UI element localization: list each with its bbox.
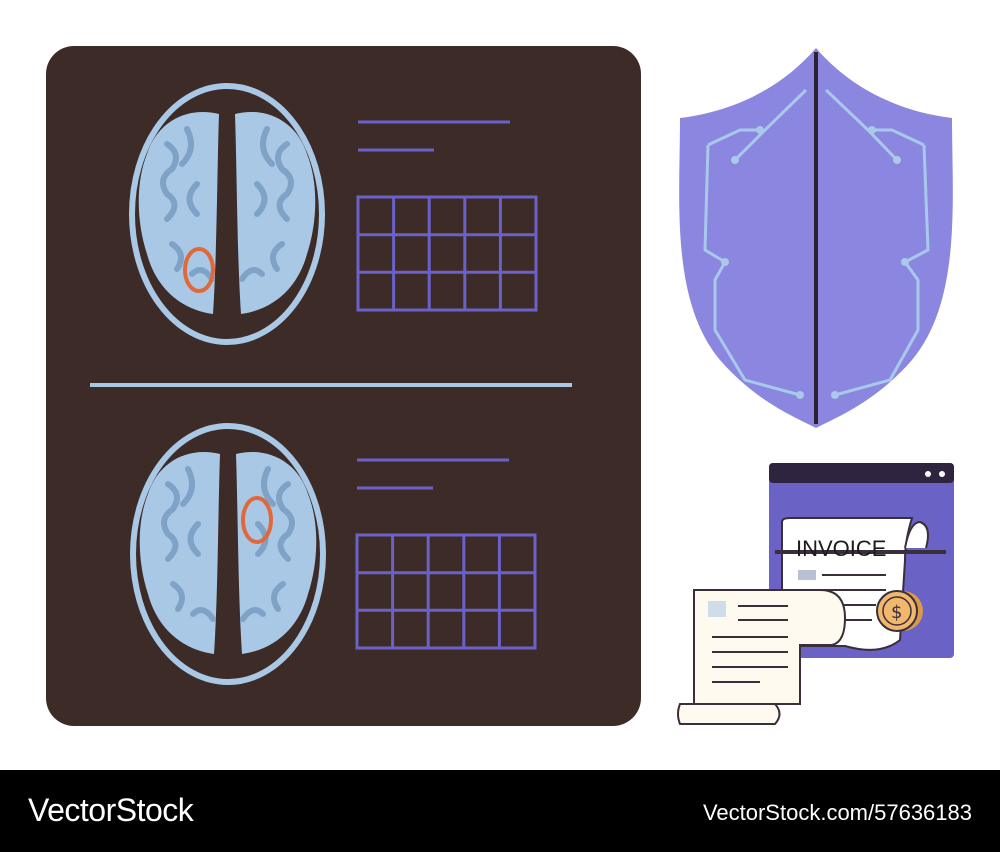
image-reference: VectorStock.com/57636183 bbox=[702, 800, 972, 825]
lesion-marker-top bbox=[183, 247, 215, 293]
svg-text:$: $ bbox=[891, 602, 902, 623]
brain-scan-icon-bottom bbox=[133, 426, 323, 682]
illustration: INVOICE $ bbox=[46, 46, 954, 726]
receipt-scroll-icon bbox=[677, 589, 847, 725]
window-dot-icon bbox=[925, 471, 931, 477]
shield-icon bbox=[679, 48, 953, 428]
brain-scan-icon-top bbox=[132, 86, 322, 342]
window-dot-icon bbox=[939, 471, 945, 477]
lesion-marker-bottom bbox=[241, 496, 273, 544]
dollar-coin-icon: $ bbox=[876, 590, 923, 632]
invoice-title: INVOICE bbox=[796, 536, 886, 561]
brand-logo-text: VectorStock bbox=[28, 792, 194, 828]
watermark-footer: VectorStock VectorStock.com/57636183 bbox=[0, 770, 1000, 852]
